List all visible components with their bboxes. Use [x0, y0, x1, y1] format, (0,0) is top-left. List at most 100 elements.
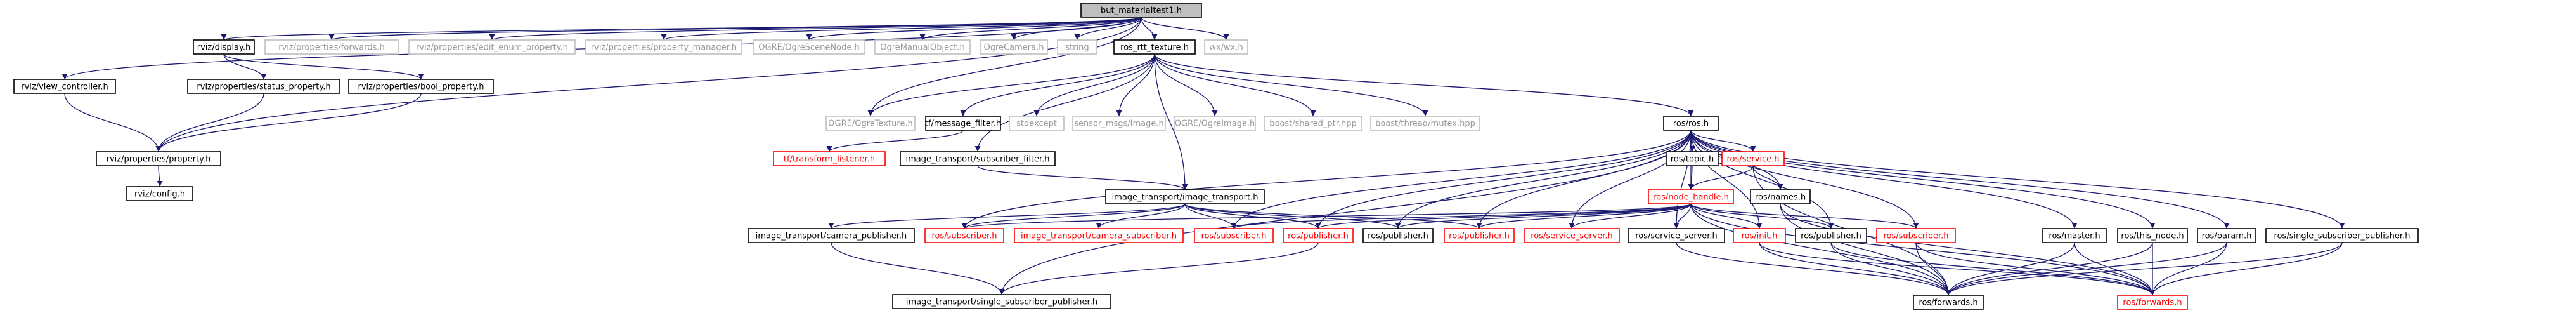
edge-root-to-wxwx: [1141, 17, 1229, 41]
edge-root-to-ogre_manualobject: [919, 17, 1142, 41]
edge-ros_ros-to-publisher_r2: [1476, 130, 1692, 229]
node-label: ros/publisher.h: [1368, 232, 1428, 241]
node-rviz-display-h[interactable]: rviz/display.h: [193, 39, 255, 55]
edge-img_transport-to-subscriber_r2: [1184, 203, 1237, 229]
node-label: stdexcept: [1016, 119, 1057, 129]
edge-ros_rtt_texture-to-ros_ros: [1154, 53, 1694, 117]
node-box: [1795, 228, 1867, 243]
node-rviz-properties-bool-property-h[interactable]: rviz/properties/bool_property.h: [348, 79, 494, 94]
node-label: ros/service_server.h: [1531, 232, 1613, 241]
node-ros-param-h[interactable]: ros/param.h: [2197, 228, 2256, 243]
edge-publisher_b2-to-forwards_b: [1830, 242, 1951, 296]
node-label: ros/master.h: [2049, 232, 2100, 241]
node-box: [1663, 116, 1719, 131]
node-label: OGRE/OgreTexture.h: [828, 119, 912, 129]
node-ogre-ogretexture-h: OGRE/OgreTexture.h: [825, 116, 916, 131]
edge-node_handle-to-service_server_r: [1569, 203, 1692, 229]
node-tf-transform-listener-h[interactable]: tf/transform_listener.h: [773, 151, 886, 166]
node-image-transport-camera-subscriber-h[interactable]: image_transport/camera_subscriber.h: [1014, 228, 1184, 243]
node-ros-names-h[interactable]: ros/names.h: [1750, 189, 1811, 204]
node-ros-ros-h[interactable]: ros/ros.h: [1663, 116, 1719, 131]
edge-ros_rtt_texture-to-mutex: [1154, 53, 1428, 117]
node-box: [753, 39, 865, 55]
node-image-transport-single-subscriber-publisher-h[interactable]: image_transport/single_subscriber_publis…: [892, 294, 1111, 309]
node-box: [1721, 151, 1785, 166]
node-label: rviz/properties/edit_enum_property.h: [416, 43, 568, 53]
node-ros-this-node-h[interactable]: ros/this_node.h: [2117, 228, 2188, 243]
edge-ros_ros-to-ros_param: [1690, 130, 2230, 229]
node-rviz-properties-property-h[interactable]: rviz/properties/property.h: [96, 151, 221, 166]
node-ros-master-h[interactable]: ros/master.h: [2042, 228, 2107, 243]
node-box: [1750, 189, 1811, 204]
node-box: [1204, 39, 1248, 55]
edge-cam_publisher-to-img_single_sub_pub: [831, 242, 1005, 295]
node-ros-publisher-h[interactable]: ros/publisher.h: [1444, 228, 1515, 243]
edge-ros_service-to-node_handle: [1688, 165, 1754, 190]
edge-ros_rtt_texture-to-stdexcept: [1033, 53, 1155, 117]
node-rviz-config-h[interactable]: rviz/config.h: [126, 186, 193, 201]
node-box: [1362, 228, 1434, 243]
node-box: [1666, 151, 1719, 166]
edge-this_node-to-forwards_b: [1945, 242, 2153, 296]
node-image-transport-image-transport-h[interactable]: image_transport/image_transport.h: [1105, 189, 1265, 204]
node-label: ros/subscriber.h: [1883, 232, 1948, 241]
node-but-materialtest1-h[interactable]: but_materialtest1.h: [1080, 3, 1202, 18]
node-ogrecamera-h: OgreCamera.h: [980, 39, 1048, 55]
edge-ros_param-to-forwards_b: [1945, 242, 2227, 296]
edge-service_server_b-to-forwards_b: [1676, 242, 1951, 296]
node-ros-service-server-h[interactable]: ros/service_server.h: [1628, 228, 1725, 243]
node-box: [1014, 228, 1184, 243]
edge-ros_rtt_texture-to-sensor_image: [1116, 53, 1155, 117]
edge-img_transport-to-subscriber_r1: [961, 203, 1186, 229]
node-ros-rtt-texture-h[interactable]: ros_rtt_texture.h: [1113, 39, 1196, 55]
node-label: ros/ros.h: [1673, 119, 1709, 129]
node-ros-init-h[interactable]: ros/init.h: [1733, 228, 1786, 243]
node-label: boost/shared_ptr.hpp: [1269, 119, 1357, 129]
node-ros-node-handle-h[interactable]: ros/node_handle.h: [1648, 189, 1734, 204]
node-ros-single-subscriber-publisher-h[interactable]: ros/single_subscriber_publisher.h: [2265, 228, 2419, 243]
node-label: tf/transform_listener.h: [784, 155, 875, 164]
node-ros-publisher-h[interactable]: ros/publisher.h: [1283, 228, 1354, 243]
node-label: ros/this_node.h: [2121, 232, 2184, 241]
edge-ros_ros-to-ros_master: [1690, 130, 2078, 229]
edge-single_sub_pub-to-forwards_r: [2149, 242, 2343, 296]
node-label: ros/forwards.h: [1919, 298, 1977, 308]
edge-root-to-props_forwards: [329, 17, 1142, 41]
node-box: [825, 116, 916, 131]
node-box: [924, 228, 1004, 243]
node-image-transport-subscriber-filter-h[interactable]: image_transport/subscriber_filter.h: [900, 151, 1056, 166]
node-ros-subscriber-h[interactable]: ros/subscriber.h: [924, 228, 1004, 243]
edge-status_property-to-rviz_property: [155, 93, 264, 152]
edge-ros_ros-to-ros_init: [1690, 130, 1763, 229]
node-box: [1194, 228, 1274, 243]
node-ros-forwards-h[interactable]: ros/forwards.h: [1913, 295, 1984, 310]
node-ros-subscriber-h[interactable]: ros/subscriber.h: [1194, 228, 1274, 243]
node-ros-subscriber-h[interactable]: ros/subscriber.h: [1876, 228, 1956, 243]
node-ros-publisher-h[interactable]: ros/publisher.h: [1362, 228, 1434, 243]
edge-node_handle-to-publisher_b1: [1395, 203, 1692, 229]
node-sensor-msgs-image-h: sensor_msgs/Image.h: [1072, 116, 1166, 131]
node-rviz-properties-status-property-h[interactable]: rviz/properties/status_property.h: [187, 79, 340, 94]
node-ogremanualobject-h: OgreManualObject.h: [874, 39, 971, 55]
edge-subscriber_r3-to-forwards_r: [1915, 242, 2156, 296]
node-ros-service-h[interactable]: ros/service.h: [1721, 151, 1785, 166]
node-rviz-view-controller-h[interactable]: rviz/view_controller.h: [13, 79, 116, 94]
edge-bool_property-to-rviz_property: [155, 93, 422, 152]
edge-ros_ros-to-publisher_r1: [1315, 130, 1692, 229]
edge-ros_ros-to-this_node: [1690, 130, 2156, 229]
node-tf-message-filter-h[interactable]: tf/message_filter.h: [925, 116, 1001, 131]
node-ros-service-server-h[interactable]: ros/service_server.h: [1524, 228, 1620, 243]
node-ros-publisher-h[interactable]: ros/publisher.h: [1795, 228, 1867, 243]
node-box: [748, 228, 915, 243]
node-boost-thread-mutex-hpp: boost/thread/mutex.hpp: [1370, 116, 1480, 131]
node-label: ros/single_subscriber_publisher.h: [2274, 232, 2411, 241]
node-image-transport-camera-publisher-h[interactable]: image_transport/camera_publisher.h: [748, 228, 915, 243]
node-label: ros/publisher.h: [1288, 232, 1349, 241]
node-ros-forwards-h[interactable]: ros/forwards.h: [2117, 295, 2188, 310]
edge-message_filter-to-tf_listener: [826, 130, 964, 152]
node-label: OGRE/OgreImage.h: [1175, 119, 1255, 129]
edge-node_handle-to-subscriber_r2: [1231, 203, 1692, 229]
node-ros-topic-h[interactable]: ros/topic.h: [1666, 151, 1719, 166]
node-ogre-ogreimage-h: OGRE/OgreImage.h: [1174, 116, 1256, 131]
edge-publisher_r1-to-img_single_sub_pub: [999, 242, 1319, 295]
